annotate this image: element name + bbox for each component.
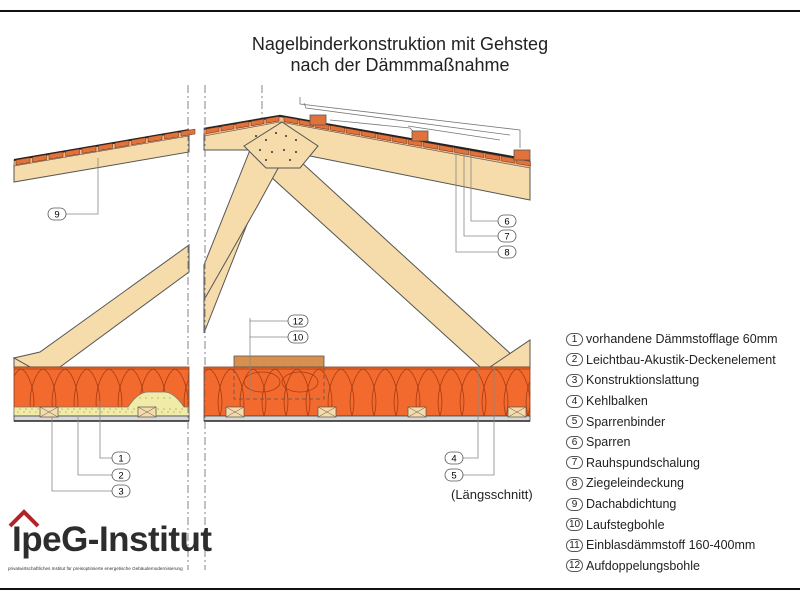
svg-text:4: 4 [451, 454, 456, 465]
callout-7: 7 [497, 229, 517, 243]
section-break-lines [187, 85, 263, 570]
logo-tagline: privatwirtschaftliches Institut für prei… [8, 566, 183, 571]
callout-9: 9 [47, 207, 67, 221]
callout-8: 8 [497, 245, 517, 259]
legend-label: Konstruktionslattung [586, 373, 700, 388]
bottom-border [0, 588, 800, 590]
logo-wordmark: IpeG-Institut [12, 520, 212, 559]
logo: IpeG-Institut privatwirtschaftliches Ins… [8, 508, 248, 578]
leader-lines [51, 150, 498, 492]
truss-members [12, 121, 531, 368]
legend-label: Aufdoppelungsbohle [586, 558, 700, 573]
callout-5: 5 [444, 468, 464, 482]
legend-number: 7 [566, 456, 583, 470]
svg-text:1: 1 [118, 454, 123, 465]
section-caption: (Längsschnitt) [451, 487, 533, 502]
callout-3: 3 [111, 484, 131, 498]
callouts: 9 6 7 8 12 10 1 2 3 4 5 [47, 207, 517, 498]
ceiling-panel [13, 406, 531, 422]
rafter-left [13, 128, 196, 183]
callout-2: 2 [111, 468, 131, 482]
tile-detail [299, 97, 531, 161]
roof-tiles-right [205, 116, 531, 167]
legend-number: 12 [566, 559, 583, 573]
legend-label: vorhandene Dämmstofflage 60mm [586, 332, 778, 347]
legend-label: Sparren [586, 435, 631, 450]
legend-number: 8 [566, 476, 583, 490]
legend-number: 11 [566, 538, 583, 552]
roof-tiles-left [15, 128, 196, 166]
legend-label: Dachabdichtung [586, 497, 677, 512]
legend-label: Kehlbalken [586, 394, 648, 409]
legend-number: 6 [566, 435, 583, 449]
roof-logo-icon [8, 509, 40, 528]
callout-6: 6 [497, 214, 517, 228]
svg-text:10: 10 [293, 333, 304, 344]
svg-text:12: 12 [293, 317, 304, 328]
svg-text:5: 5 [451, 471, 456, 482]
legend-number: 3 [566, 373, 583, 387]
diagram-title: Nagelbinderkonstruktion mit Gehsteg nach… [150, 34, 650, 76]
walkway [233, 355, 325, 400]
legend-label: Laufstegbohle [586, 517, 665, 532]
legend-number: 5 [566, 415, 583, 429]
title-line-1: Nagelbinderkonstruktion mit Gehsteg [251, 34, 549, 54]
top-border [0, 10, 800, 12]
callout-1: 1 [111, 451, 131, 465]
legend-number: 9 [566, 497, 583, 511]
svg-text:8: 8 [504, 248, 509, 259]
legend-number: 2 [566, 353, 583, 367]
callout-10: 10 [287, 330, 309, 344]
callout-4: 4 [444, 451, 464, 465]
legend-label: Sparrenbinder [586, 414, 666, 429]
title-line-2: nach der Dämmmaßnahme [290, 55, 510, 75]
legend-label: Ziegeleindeckung [586, 476, 684, 491]
svg-text:6: 6 [504, 217, 509, 228]
legend-number: 4 [566, 394, 583, 408]
legend-number: 1 [566, 332, 583, 346]
svg-text:2: 2 [118, 471, 123, 482]
legend-label: Einblasdämmstoff 160-400mm [586, 538, 756, 553]
svg-text:7: 7 [504, 232, 509, 243]
legend-label: Leichtbau-Akustik-Deckenelement [586, 352, 776, 367]
svg-text:3: 3 [118, 487, 123, 498]
legend-number: 10 [566, 518, 583, 532]
legend-label: Rauhspundschalung [586, 455, 700, 470]
callout-12: 12 [287, 314, 309, 328]
svg-text:9: 9 [54, 210, 59, 221]
